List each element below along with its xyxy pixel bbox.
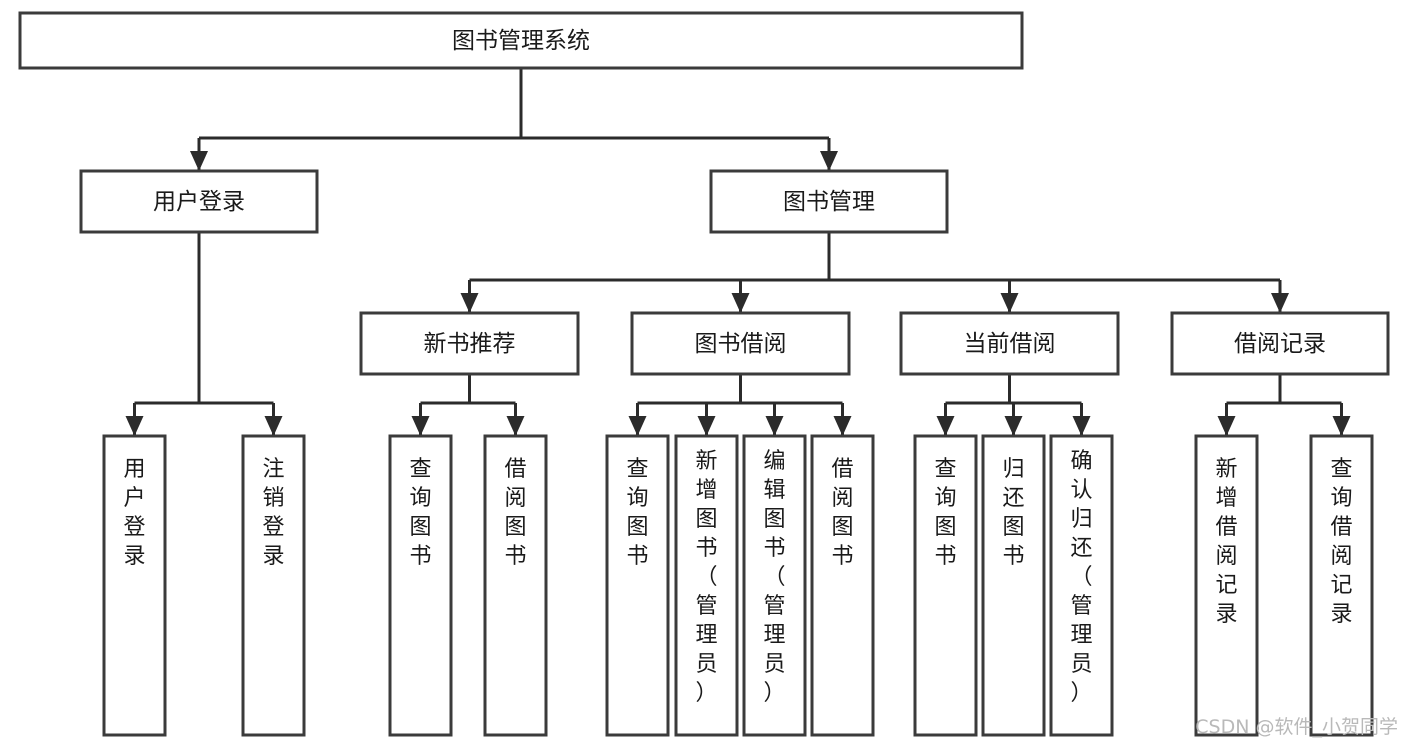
node-book-borrow[interactable]: 图书借阅 — [630, 311, 851, 376]
arrow-head — [1000, 293, 1019, 313]
node-book-management[interactable]: 图书管理 — [709, 169, 949, 234]
node-box-leaf-return-book[interactable] — [981, 434, 1046, 737]
node-root[interactable]: 图书管理系统 — [18, 11, 1024, 70]
node-leaf-query-book-current[interactable]: 查询图书 — [913, 434, 978, 737]
arrow-head — [697, 416, 716, 436]
node-leaf-query-book-borrow[interactable]: 查询图书 — [605, 434, 670, 737]
node-leaf-add-borrow-record[interactable]: 新增借阅记录 — [1194, 434, 1259, 737]
node-label-current-borrow: 当前借阅 — [964, 331, 1056, 357]
node-label-leaf-confirm-return: 确认归还（管理员） — [1070, 449, 1092, 706]
arrow-head — [833, 416, 852, 436]
node-leaf-return-book[interactable]: 归还图书 — [981, 434, 1046, 737]
node-label-leaf-query-book-recommend: 查询图书 — [409, 457, 431, 569]
watermark: CSDN @软件_小贺同学 — [1195, 716, 1398, 738]
node-label-leaf-logout: 注销登录 — [262, 457, 284, 569]
node-label-user-login: 用户登录 — [153, 189, 245, 215]
node-label-leaf-add-borrow-record: 新增借阅记录 — [1215, 457, 1237, 627]
node-box-leaf-confirm-return[interactable] — [1049, 434, 1114, 737]
node-leaf-borrow-book[interactable]: 借阅图书 — [810, 434, 875, 737]
node-borrow-record[interactable]: 借阅记录 — [1170, 311, 1390, 376]
node-box-leaf-user-login[interactable] — [102, 434, 167, 737]
edge-group-root — [190, 68, 838, 171]
node-box-leaf-logout[interactable] — [241, 434, 306, 737]
node-box-leaf-query-borrow-record[interactable] — [1309, 434, 1374, 737]
node-box-book-borrow[interactable] — [630, 311, 851, 376]
node-box-current-borrow[interactable] — [899, 311, 1120, 376]
node-user-login[interactable]: 用户登录 — [79, 169, 319, 234]
node-label-leaf-user-login: 用户登录 — [123, 457, 145, 569]
arrow-head — [460, 293, 479, 313]
node-leaf-query-book-recommend[interactable]: 查询图书 — [388, 434, 453, 737]
node-box-leaf-query-book-borrow[interactable] — [605, 434, 670, 737]
arrow-head — [411, 416, 430, 436]
edge-group-book-management — [460, 232, 1289, 313]
node-current-borrow[interactable]: 当前借阅 — [899, 311, 1120, 376]
node-label-leaf-query-book-borrow: 查询图书 — [626, 457, 648, 569]
node-leaf-add-book[interactable]: 新增图书（管理员） — [674, 434, 739, 737]
node-box-leaf-borrow-book-recommend[interactable] — [483, 434, 548, 737]
node-box-leaf-add-book[interactable] — [674, 434, 739, 737]
node-new-book-recommend[interactable]: 新书推荐 — [359, 311, 580, 376]
node-box-borrow-record[interactable] — [1170, 311, 1390, 376]
arrow-head — [936, 416, 955, 436]
arrow-head — [628, 416, 647, 436]
node-label-leaf-add-book: 新增图书（管理员） — [695, 449, 717, 706]
node-label-leaf-borrow-book-recommend: 借阅图书 — [504, 457, 526, 569]
node-leaf-borrow-book-recommend[interactable]: 借阅图书 — [483, 434, 548, 737]
arrow-head — [264, 416, 283, 436]
arrow-head — [125, 416, 144, 436]
node-label-leaf-query-borrow-record: 查询借阅记录 — [1330, 457, 1352, 627]
node-box-book-management[interactable] — [709, 169, 949, 234]
connectors-layer — [125, 68, 1351, 436]
node-label-book-borrow: 图书借阅 — [695, 331, 787, 357]
arrow-head — [506, 416, 525, 436]
arrow-head — [1004, 416, 1023, 436]
arrow-head — [1072, 416, 1091, 436]
node-box-leaf-query-book-recommend[interactable] — [388, 434, 453, 737]
edge-group-new-book-recommend — [411, 374, 525, 436]
edge-group-user-login — [125, 232, 283, 436]
arrow-head — [190, 151, 208, 171]
node-leaf-edit-book[interactable]: 编辑图书（管理员） — [742, 434, 807, 737]
node-leaf-user-login[interactable]: 用户登录 — [102, 434, 167, 737]
node-label-leaf-query-book-current: 查询图书 — [934, 457, 956, 569]
node-leaf-confirm-return[interactable]: 确认归还（管理员） — [1049, 434, 1114, 737]
edge-group-borrow-record — [1217, 374, 1351, 436]
arrow-head — [731, 293, 750, 313]
arrow-head — [1217, 416, 1236, 436]
node-label-book-management: 图书管理 — [783, 189, 875, 215]
edge-group-current-borrow — [936, 374, 1091, 436]
arrow-head — [820, 151, 838, 171]
node-box-new-book-recommend[interactable] — [359, 311, 580, 376]
node-label-root: 图书管理系统 — [452, 28, 590, 54]
arrow-head — [1271, 293, 1289, 313]
nodes-layer: 图书管理系统用户登录图书管理新书推荐图书借阅当前借阅借阅记录用户登录注销登录查询… — [18, 11, 1390, 737]
node-box-leaf-query-book-current[interactable] — [913, 434, 978, 737]
arrow-head — [1332, 416, 1351, 436]
node-box-user-login[interactable] — [79, 169, 319, 234]
node-label-leaf-edit-book: 编辑图书（管理员） — [763, 449, 785, 706]
node-label-leaf-return-book: 归还图书 — [1002, 457, 1024, 569]
node-leaf-query-borrow-record[interactable]: 查询借阅记录 — [1309, 434, 1374, 737]
node-leaf-logout[interactable]: 注销登录 — [241, 434, 306, 737]
node-label-new-book-recommend: 新书推荐 — [424, 331, 516, 357]
node-box-leaf-edit-book[interactable] — [742, 434, 807, 737]
node-box-root[interactable] — [18, 11, 1024, 70]
node-box-leaf-add-borrow-record[interactable] — [1194, 434, 1259, 737]
node-box-leaf-borrow-book[interactable] — [810, 434, 875, 737]
arrow-head — [765, 416, 784, 436]
node-label-borrow-record: 借阅记录 — [1234, 331, 1326, 357]
node-label-leaf-borrow-book: 借阅图书 — [831, 457, 853, 569]
edge-group-book-borrow — [628, 374, 852, 436]
